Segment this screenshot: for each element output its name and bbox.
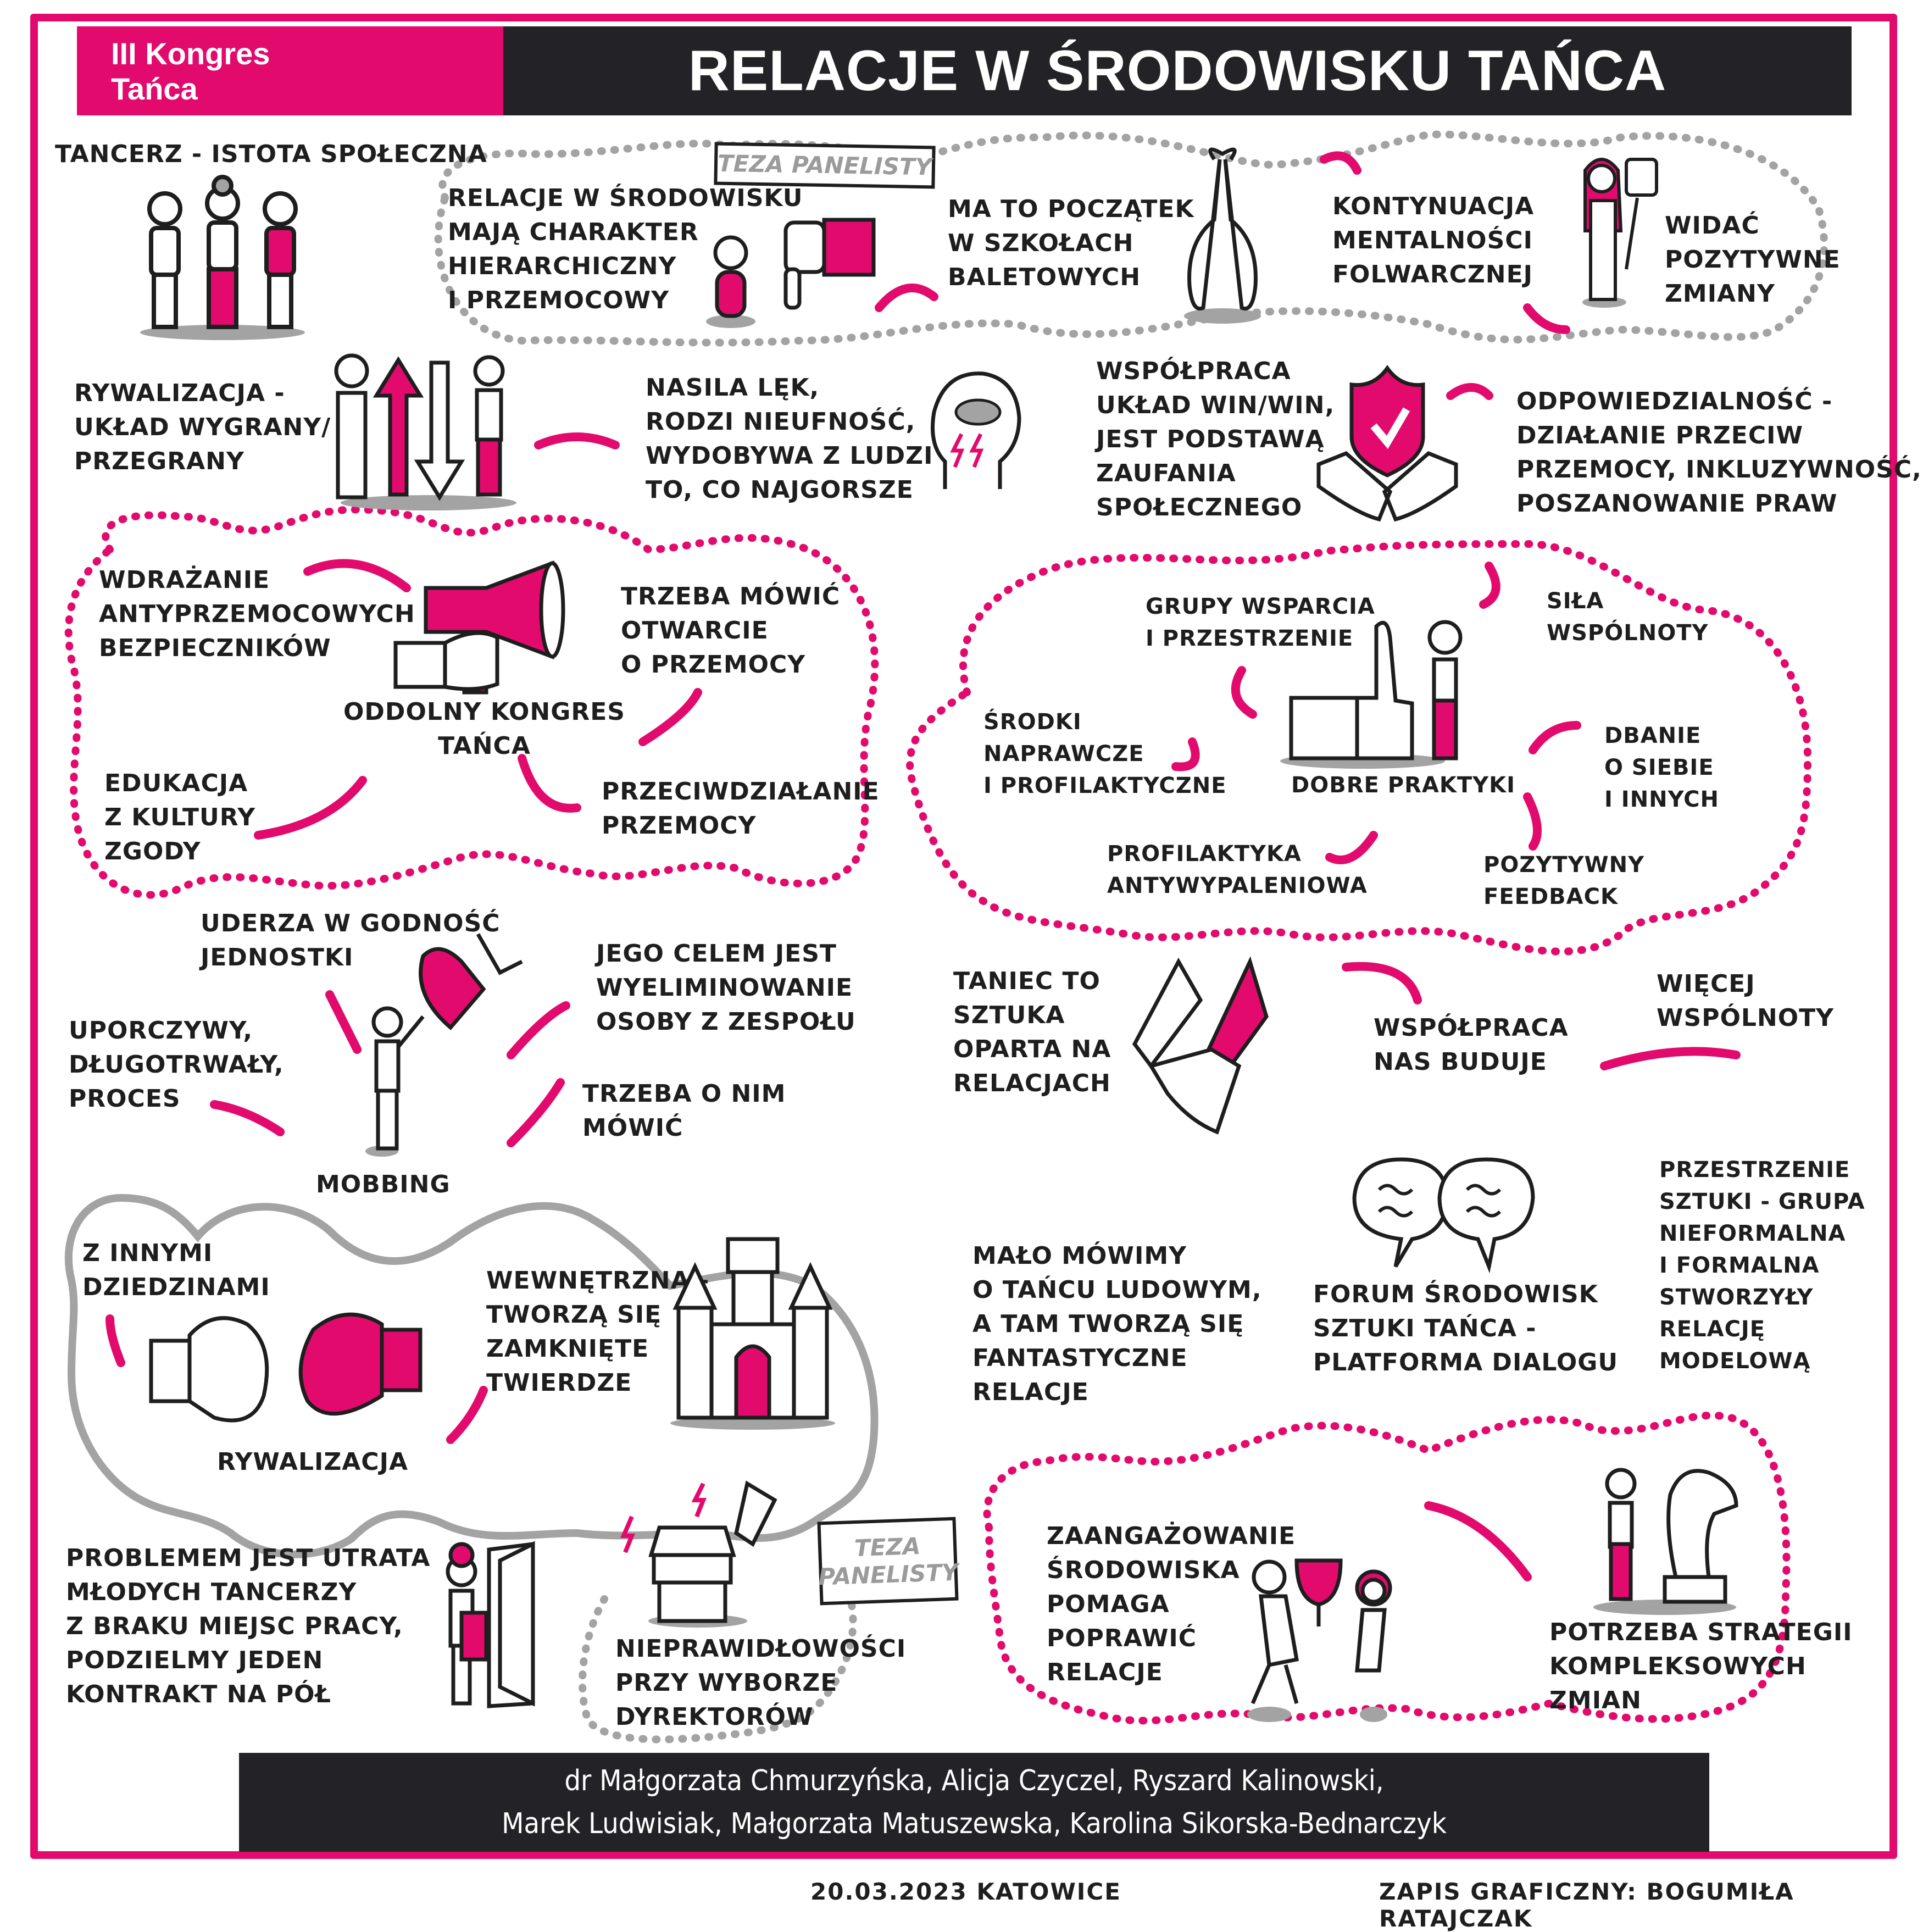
rivalry-cloud-outline bbox=[64, 1193, 879, 1558]
panelists-bar: dr Małgorzata Chmurzyńska, Alicja Czycze… bbox=[239, 1753, 1709, 1852]
event-name-line1: III Kongres bbox=[111, 36, 270, 71]
folk-dance-text: Mało mówimy o tańcu ludowym, a tam tworz… bbox=[972, 1242, 1262, 1406]
shield-handshake-icon bbox=[1316, 364, 1458, 522]
practice-burnout-prevention: Profilaktyka antywypaleniowa bbox=[1107, 841, 1368, 898]
thumbs-up-woman-icon bbox=[1280, 620, 1463, 769]
cooperation-winwin-text: Współpraca układ win/win, jest podstawą … bbox=[1096, 357, 1335, 521]
art-spaces-text: Przestrzenie sztuki - grupa nieformalna … bbox=[1659, 1157, 1865, 1374]
panelists-line2: Marek Ludwisiak, Małgorzata Matuszewska,… bbox=[502, 1807, 1447, 1840]
directors-text: Nieprawidłowości przy wyborze dyrektorów bbox=[615, 1635, 907, 1731]
congress-cloud-outline bbox=[64, 506, 879, 899]
head-storm-icon bbox=[931, 371, 1021, 489]
curved-arrow-icon bbox=[1523, 303, 1570, 334]
curved-arrow-icon bbox=[1529, 721, 1581, 754]
good-practices-center-label: Dobre praktyki bbox=[1291, 773, 1515, 798]
three-people-icon bbox=[140, 175, 305, 340]
congress-center-label: Oddolny kongres tańca bbox=[343, 698, 625, 760]
mobbing-persistent: Uporczywy, długotrwały, proces bbox=[69, 1017, 284, 1113]
curved-arrow-icon bbox=[875, 284, 938, 312]
curved-arrow-icon bbox=[534, 432, 620, 449]
graphic-credit: Zapis graficzny: Bogumiła Ratajczak bbox=[1379, 1878, 1794, 1932]
handshake-icon bbox=[1132, 956, 1269, 1135]
woman-thumbs-up-icon bbox=[1582, 158, 1658, 308]
ballet-shoes-icon bbox=[1184, 147, 1261, 324]
curved-arrow-icon bbox=[1342, 962, 1422, 1004]
boxing-gloves-icon bbox=[149, 1312, 423, 1423]
rivalry-internal: Wewnętrzna - tworzą się zamknięte twierd… bbox=[486, 1267, 710, 1397]
cooperation-builds-text: Współpraca nas buduje bbox=[1374, 1014, 1569, 1076]
page-title: RELACJE W ŚRODOWISKU TAŃCA bbox=[688, 38, 1667, 103]
curved-arrow-icon bbox=[1600, 1047, 1741, 1070]
rivalry-winlose-text: Rywalizacja - układ wygrany/ przegrany bbox=[74, 379, 331, 475]
megaphone-icon bbox=[393, 560, 565, 695]
date-place: 20.03.2023 Katowice bbox=[810, 1878, 1121, 1905]
thumbs-down-icon bbox=[706, 218, 876, 328]
curved-arrow-icon bbox=[210, 1100, 285, 1136]
panelists-line1: dr Małgorzata Chmurzyńska, Alicja Czycze… bbox=[564, 1764, 1384, 1797]
mobbing-center-label: Mobbing bbox=[316, 1170, 451, 1198]
curved-arrow-icon bbox=[1231, 666, 1257, 719]
curved-arrow-icon bbox=[105, 1314, 125, 1367]
engagement-text: Zaangażowanie środowiska pomaga poprawić… bbox=[1047, 1522, 1296, 1686]
more-community-text: Więcej wspólnoty bbox=[1657, 970, 1835, 1032]
title-bar: RELACJE W ŚRODOWISKU TAŃCA bbox=[503, 26, 1852, 115]
mobbing-talk-about: Trzeba o nim mówić bbox=[582, 1080, 786, 1142]
curved-arrow-icon bbox=[638, 688, 702, 746]
congress-item-counter-violence: Przeciwdziałanie przemocy bbox=[602, 778, 880, 840]
good-practices-cloud-outline bbox=[906, 540, 1812, 956]
practice-community-strength: Siła wspólnoty bbox=[1547, 589, 1709, 646]
curved-arrow-icon bbox=[1320, 151, 1361, 175]
ballet-schools-text: ma to początek w szkołach baletowych bbox=[948, 195, 1194, 291]
strategy-text: Potrzeba strategii kompleksowych zmian bbox=[1549, 1618, 1853, 1714]
positive-changes-text: widać pozytywne zmiany bbox=[1665, 212, 1841, 308]
ballot-box-icon bbox=[620, 1480, 777, 1628]
engagement-cloud-outline bbox=[983, 1412, 1791, 1725]
rivalry-center-label: Rywalizacja bbox=[217, 1448, 409, 1476]
dancer-social-label: Tancerz - istota społeczna bbox=[55, 140, 487, 168]
dance-art-relations: Taniec to sztuka oparta na relacjach bbox=[953, 967, 1111, 1097]
practice-remedial-measures: Środki naprawcze i profilaktyczne bbox=[983, 709, 1227, 798]
outer-frame bbox=[30, 14, 1897, 1859]
forum-text: Forum środowisk sztuki tańca - platforma… bbox=[1313, 1280, 1619, 1376]
curved-arrow-icon bbox=[1446, 383, 1493, 400]
responsibility-text: Odpowiedzialność - działanie przeciw prz… bbox=[1516, 387, 1922, 518]
event-badge: III Kongres Tańca bbox=[77, 26, 503, 115]
curved-arrow-icon bbox=[1171, 737, 1200, 771]
winner-loser-arrows-icon bbox=[334, 353, 516, 510]
manor-mentality-text: kontynuacja mentalności folwarcznej bbox=[1332, 192, 1535, 288]
curved-arrow-icon bbox=[446, 1386, 488, 1444]
mobbing-dignity: Uderza w godność jednostki bbox=[201, 909, 501, 971]
relations-character-text: Relacje w środowisku mają charakter hier… bbox=[448, 184, 803, 314]
congress-item-consent-education: Edukacja z kultury zgody bbox=[104, 769, 256, 865]
speech-bubbles-icon bbox=[1352, 1157, 1535, 1274]
fuels-fear-text: nasila lęk, rodzi nieufność, wydobywa z … bbox=[646, 374, 933, 504]
curved-arrow-icon bbox=[325, 990, 362, 1054]
curved-arrow-icon bbox=[507, 1001, 570, 1059]
kick-boot-icon bbox=[365, 933, 523, 1157]
event-name: III Kongres Tańca bbox=[111, 36, 270, 107]
curved-arrow-icon bbox=[1325, 831, 1378, 864]
curved-arrow-icon bbox=[1479, 562, 1500, 609]
practice-self-care: Dbanie o siebie i innych bbox=[1604, 723, 1720, 812]
rivalry-other-fields: Z innymi dziedzinami bbox=[82, 1239, 270, 1301]
congress-item-speak-openly: Trzeba mówić otwarcie o przemocy bbox=[621, 582, 841, 679]
person-door-icon bbox=[446, 1541, 535, 1708]
curved-arrow-icon bbox=[303, 559, 411, 592]
curved-arrow-icon bbox=[518, 754, 581, 813]
curved-arrow-icon bbox=[1523, 792, 1542, 851]
chess-knight-icon bbox=[1593, 1468, 1738, 1615]
event-name-line2: Tańca bbox=[111, 71, 198, 106]
castle-icon bbox=[670, 1237, 835, 1430]
congress-item-safeguards: Wdrażanie antyprzemocowych bezpieczników bbox=[99, 566, 415, 662]
practice-positive-feedback: Pozytywny feedback bbox=[1483, 852, 1645, 909]
curved-arrow-icon bbox=[507, 1078, 565, 1147]
thesis-cloud-outline bbox=[434, 130, 1828, 347]
young-dancers-text: Problemem jest utrata młodych tancerzy z… bbox=[66, 1544, 431, 1708]
mobbing-goal: Jego celem jest wyeliminowanie osoby z z… bbox=[596, 940, 856, 1036]
trophy-people-icon bbox=[1247, 1558, 1392, 1722]
practice-support-groups: Grupy wsparcia i przestrzenie bbox=[1146, 594, 1375, 651]
curved-arrow-icon bbox=[254, 776, 367, 840]
curved-arrow-icon bbox=[1424, 1501, 1532, 1581]
